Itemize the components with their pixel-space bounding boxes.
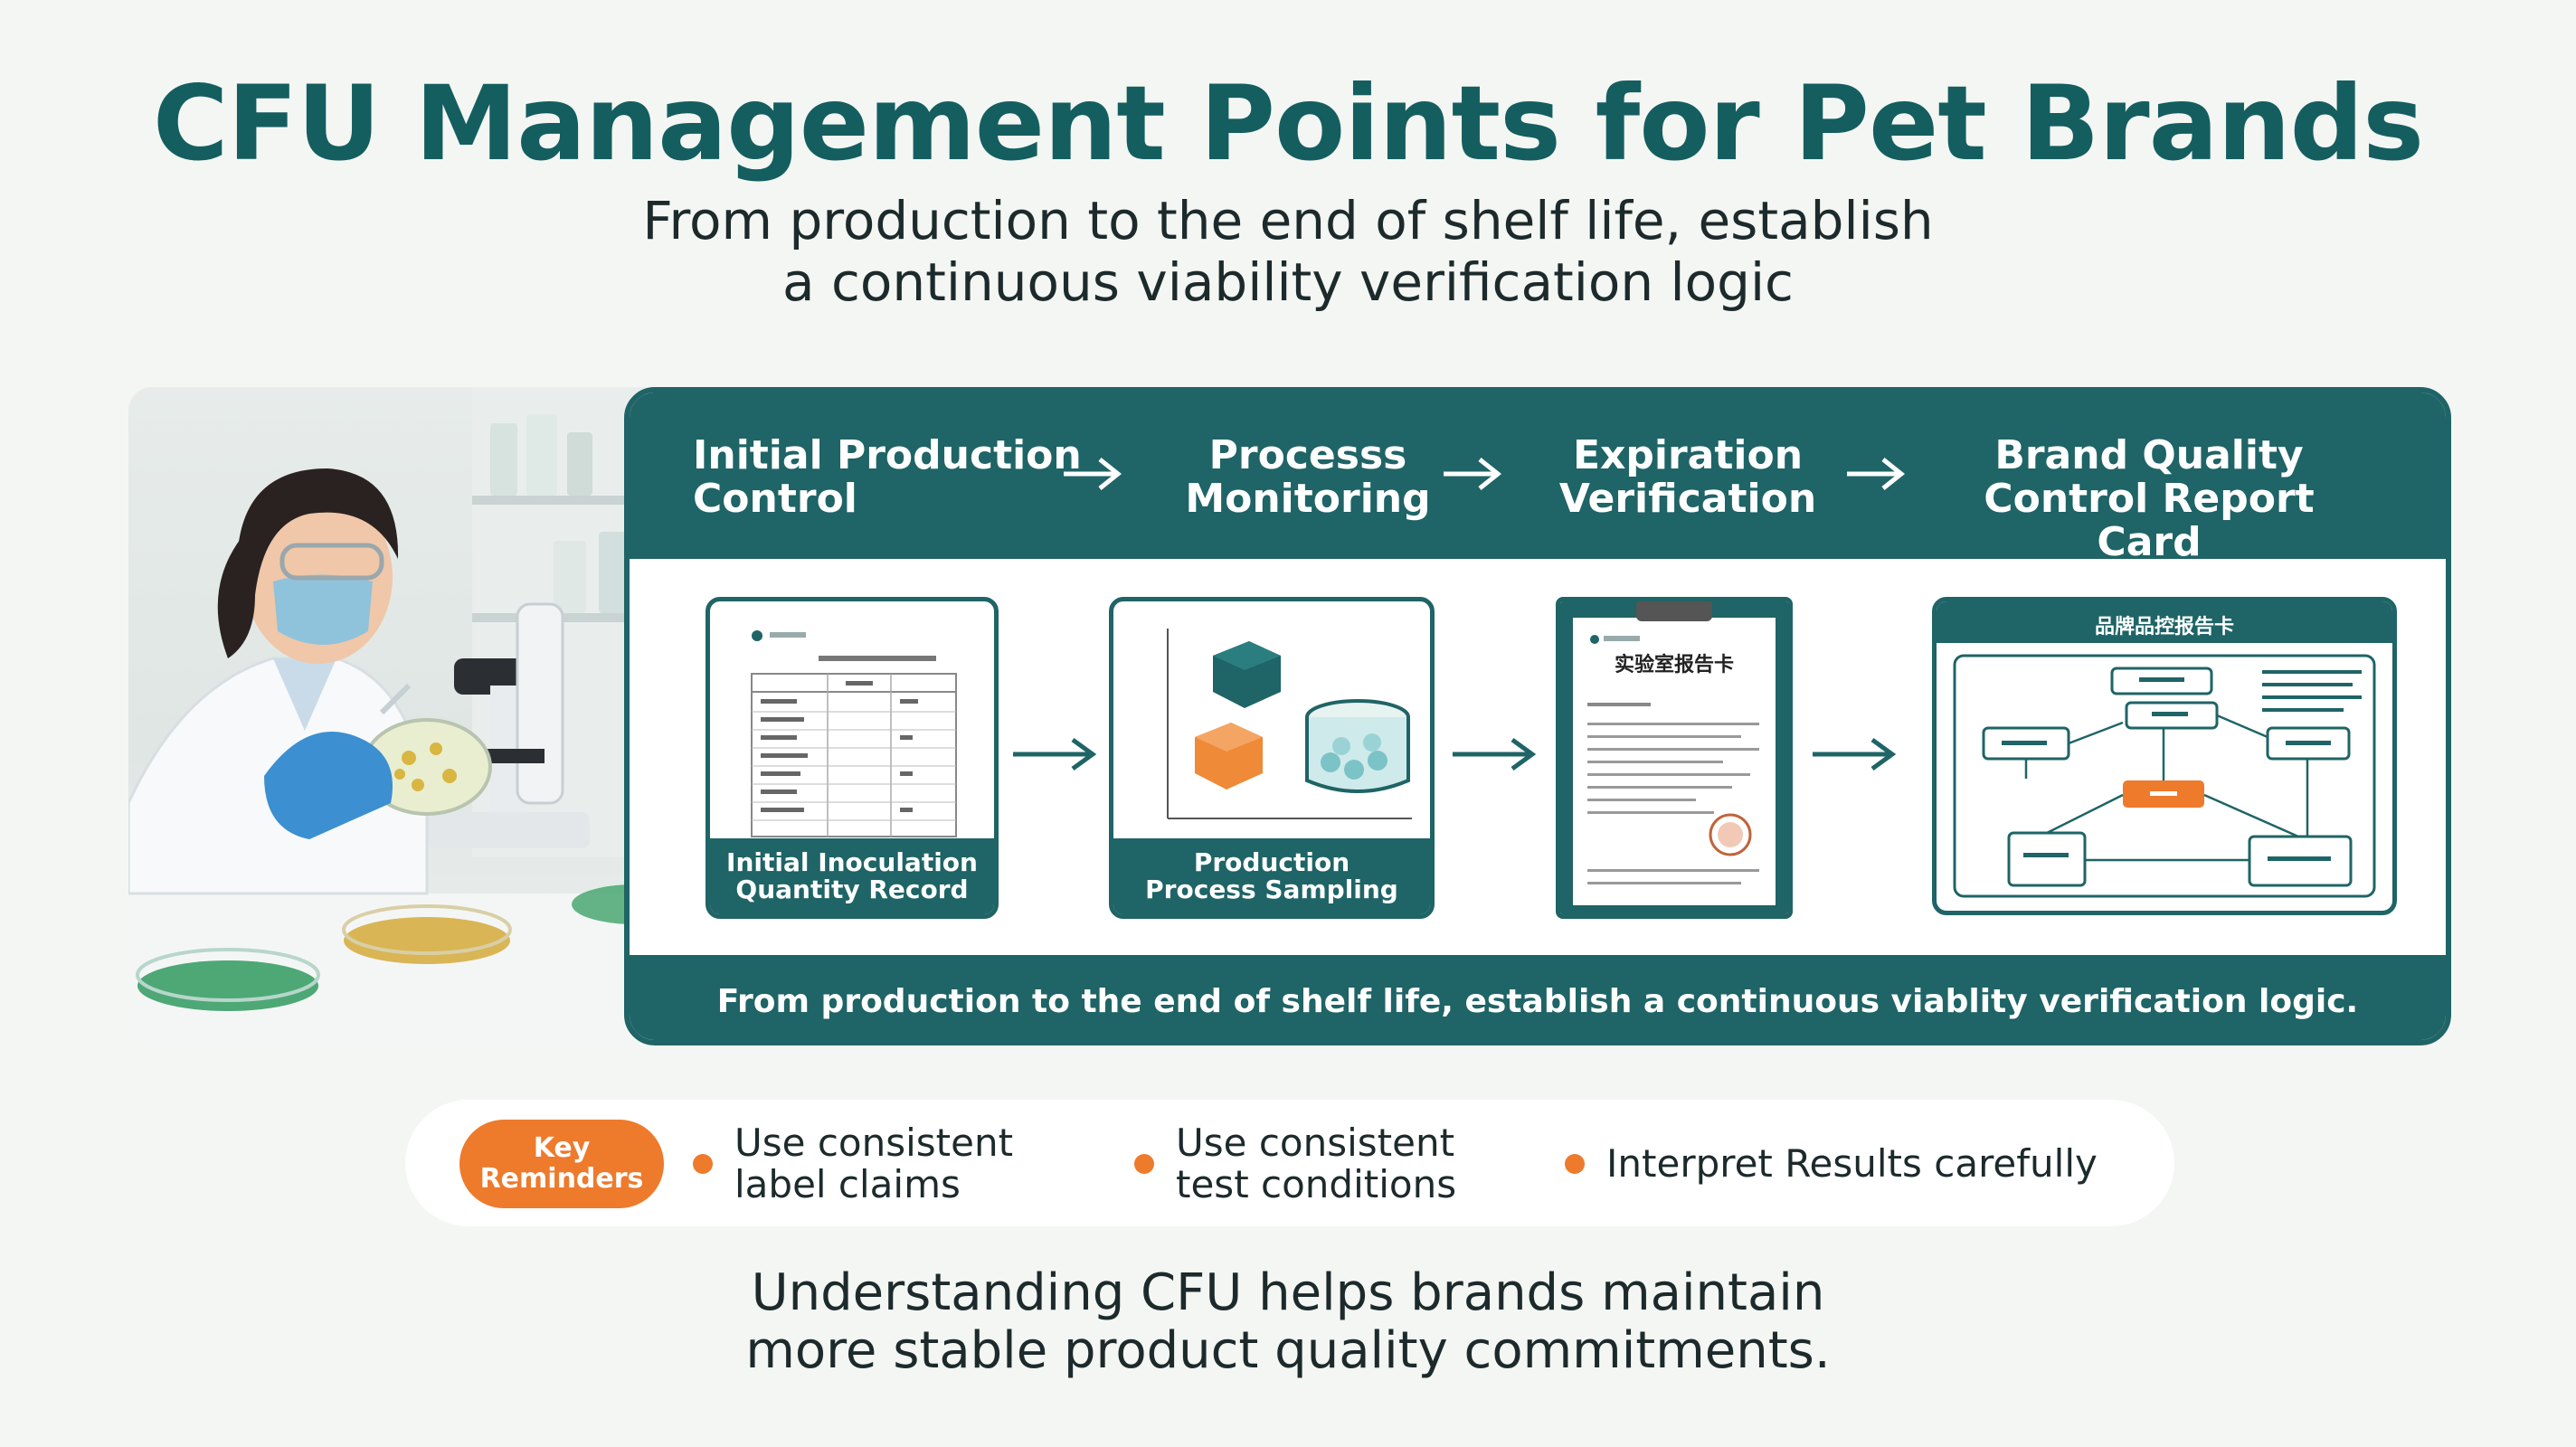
card-4-title: 品牌品控报告卡 (2094, 616, 2234, 638)
step-1-line-1: Initial Production (693, 432, 1082, 478)
card-1-caption-line-2: Quantity Record (735, 875, 969, 904)
step-1-line-2: Control (693, 476, 857, 522)
subtitle-line-2: a continuous viability verification logi… (782, 251, 1794, 313)
bullet-dot-icon (693, 1154, 713, 1174)
closing-note: Understanding CFU helps brands maintain … (0, 1264, 2576, 1380)
key-reminders-bar: Key Reminders Use consistent label claim… (405, 1100, 2174, 1226)
flow-header: Initial Production Control Processs Moni… (630, 392, 2446, 564)
clipboard-report-illustration (1560, 601, 1788, 914)
card-2-caption-line-1: Production (1193, 847, 1350, 877)
reminder-item: Use consistent label claims (693, 1120, 1013, 1208)
card-4-header-bar (1937, 601, 2392, 643)
reminder-3-line-1: Interpret Results carefully (1606, 1141, 2098, 1186)
process-flowchart-illustration (1953, 654, 2376, 898)
card-2-caption: Production Process Sampling (1113, 838, 1430, 914)
reminder-1-line-1: Use consistent (734, 1121, 1014, 1165)
key-reminders-badge: Key Reminders (459, 1120, 664, 1208)
reminder-item: Interpret Results carefully (1565, 1120, 2098, 1208)
card-2-caption-line-2: Process Sampling (1145, 875, 1398, 904)
arrow-right-icon (1013, 737, 1097, 771)
record-table-illustration (751, 630, 957, 837)
sampling-chart-illustration (1167, 629, 1412, 819)
reminder-2-line-2: test conditions (1176, 1162, 1457, 1206)
key-badge-line-1: Key (533, 1132, 591, 1164)
card-3-title: 实验室报告卡 (1614, 654, 1734, 676)
flow-footer-text: From production to the end of shelf life… (716, 983, 2359, 1020)
arrow-right-icon (1847, 458, 1906, 490)
expiration-report-card: 实验室报告卡 (1556, 597, 1793, 919)
flow-panel: Initial Production Control Processs Moni… (624, 387, 2451, 1045)
arrow-right-icon (1453, 737, 1537, 771)
step-3-line-1: Expiration (1572, 432, 1804, 478)
reminder-1-line-2: label claims (734, 1162, 961, 1206)
lab-scientist-photo (128, 387, 668, 1045)
arrow-right-icon (1813, 737, 1897, 771)
step-4-line-2: Control Report Card (1984, 476, 2315, 565)
key-badge-line-2: Reminders (479, 1163, 644, 1195)
scientist-illustration (128, 387, 668, 1045)
flow-footer: From production to the end of shelf life… (630, 955, 2446, 1040)
closing-note-line-1: Understanding CFU helps brands maintain (751, 1263, 1825, 1322)
bullet-dot-icon (1565, 1154, 1585, 1174)
subtitle-line-1: From production to the end of shelf life… (642, 190, 1934, 251)
step-2-line-2: Monitoring (1185, 476, 1431, 522)
page-subtitle: From production to the end of shelf life… (0, 190, 2576, 313)
reminder-item: Use consistent test conditions (1134, 1120, 1456, 1208)
arrow-right-icon (1064, 458, 1122, 490)
step-3-title: Expiration Verification (1552, 434, 1823, 521)
step-4-title: Brand Quality Control Report Card (1932, 434, 2366, 564)
process-sampling-card: Production Process Sampling (1109, 597, 1435, 919)
step-3-line-2: Verification (1558, 476, 1817, 522)
step-4-line-1: Brand Quality (1994, 432, 2304, 478)
inoculation-record-card: Initial Inoculation Quantity Record (706, 597, 999, 919)
card-1-caption-line-1: Initial Inoculation (726, 847, 978, 877)
arrow-right-icon (1444, 458, 1502, 490)
card-1-caption: Initial Inoculation Quantity Record (710, 838, 994, 914)
step-2-title: Processs Monitoring (1172, 434, 1444, 521)
reminder-2-line-1: Use consistent (1176, 1121, 1455, 1165)
bullet-dot-icon (1134, 1154, 1154, 1174)
quality-report-card: 品牌品控报告卡 (1932, 597, 2397, 915)
step-1-title: Initial Production Control (693, 434, 1082, 521)
closing-note-line-2: more stable product quality commitments. (745, 1321, 1831, 1380)
page-title: CFU Management Points for Pet Brands (152, 63, 2424, 184)
step-2-line-1: Processs (1208, 432, 1407, 478)
